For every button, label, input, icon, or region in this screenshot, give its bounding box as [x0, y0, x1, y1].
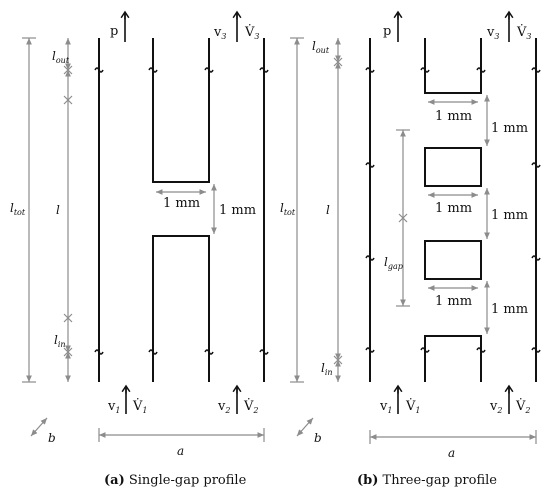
- flowrate-V2-label: V̇2: [515, 398, 530, 415]
- caption-a: (a) Single-gap profile: [104, 473, 247, 488]
- flowrate-V3-label: V̇3: [516, 24, 531, 41]
- gap-width-label: 1 mm: [435, 109, 472, 124]
- inner-segment-bottom: [424, 335, 482, 382]
- velocity-v2-label: v2: [217, 399, 230, 415]
- l-tot-label: ltot: [280, 201, 296, 217]
- gap-width-label: 1 mm: [163, 196, 200, 211]
- inner-segment-middle-1: [424, 147, 482, 187]
- l-in-label: lin: [321, 361, 333, 377]
- l-tot-label: ltot: [10, 201, 26, 217]
- flowrate-V1-label: V̇1: [405, 398, 420, 415]
- velocity-v3-label: v3: [486, 25, 499, 41]
- inner-wall-upper: [152, 38, 210, 183]
- a-label: a: [448, 446, 455, 460]
- b-label: b: [314, 431, 322, 445]
- b-dimension: [30, 417, 48, 437]
- l-in-label: lin: [54, 333, 66, 349]
- flowrate-V2-label: V̇2: [243, 398, 258, 415]
- gap-width-label: 1 mm: [435, 201, 472, 216]
- panel-b: p v3 V̇3 v1 V̇1 v2 V̇2 1 mm 1 mm 1 mm 1 …: [280, 10, 541, 488]
- b-label: b: [48, 431, 56, 445]
- panel-a: p v3 V̇3 v1 V̇1 v2 V̇2 1 mm 1 mm ltot lo…: [10, 10, 269, 488]
- l-out-label: lout: [52, 49, 70, 65]
- flowrate-V1-label: V̇1: [132, 398, 147, 415]
- pressure-label: p: [383, 24, 391, 39]
- pressure-label: p: [110, 24, 118, 39]
- flowrate-V3-label: V̇3: [244, 24, 259, 41]
- velocity-v1-label: v1: [107, 399, 120, 415]
- break-marks: [365, 67, 541, 353]
- inner-segment-middle-2: [424, 240, 482, 280]
- break-marks: [94, 67, 269, 355]
- gap-width-label: 1 mm: [435, 294, 472, 309]
- inner-wall-lower: [152, 235, 210, 382]
- gap-height-label: 1 mm: [491, 302, 528, 317]
- gap-height-label: 1 mm: [219, 203, 256, 218]
- l-gap-label: lgap: [384, 255, 403, 271]
- l-label: l: [326, 203, 330, 217]
- velocity-v2-label: v2: [489, 399, 502, 415]
- caption-b: (b) Three-gap profile: [357, 473, 497, 488]
- velocity-v1-label: v1: [379, 399, 392, 415]
- l-out-label: lout: [312, 39, 330, 55]
- gap-height-label: 1 mm: [491, 208, 528, 223]
- b-dimension: [296, 417, 314, 437]
- l-label: l: [56, 203, 60, 217]
- inner-segment-top: [424, 38, 482, 94]
- a-label: a: [177, 444, 184, 458]
- velocity-v3-label: v3: [213, 25, 226, 41]
- gap-height-label: 1 mm: [491, 121, 528, 136]
